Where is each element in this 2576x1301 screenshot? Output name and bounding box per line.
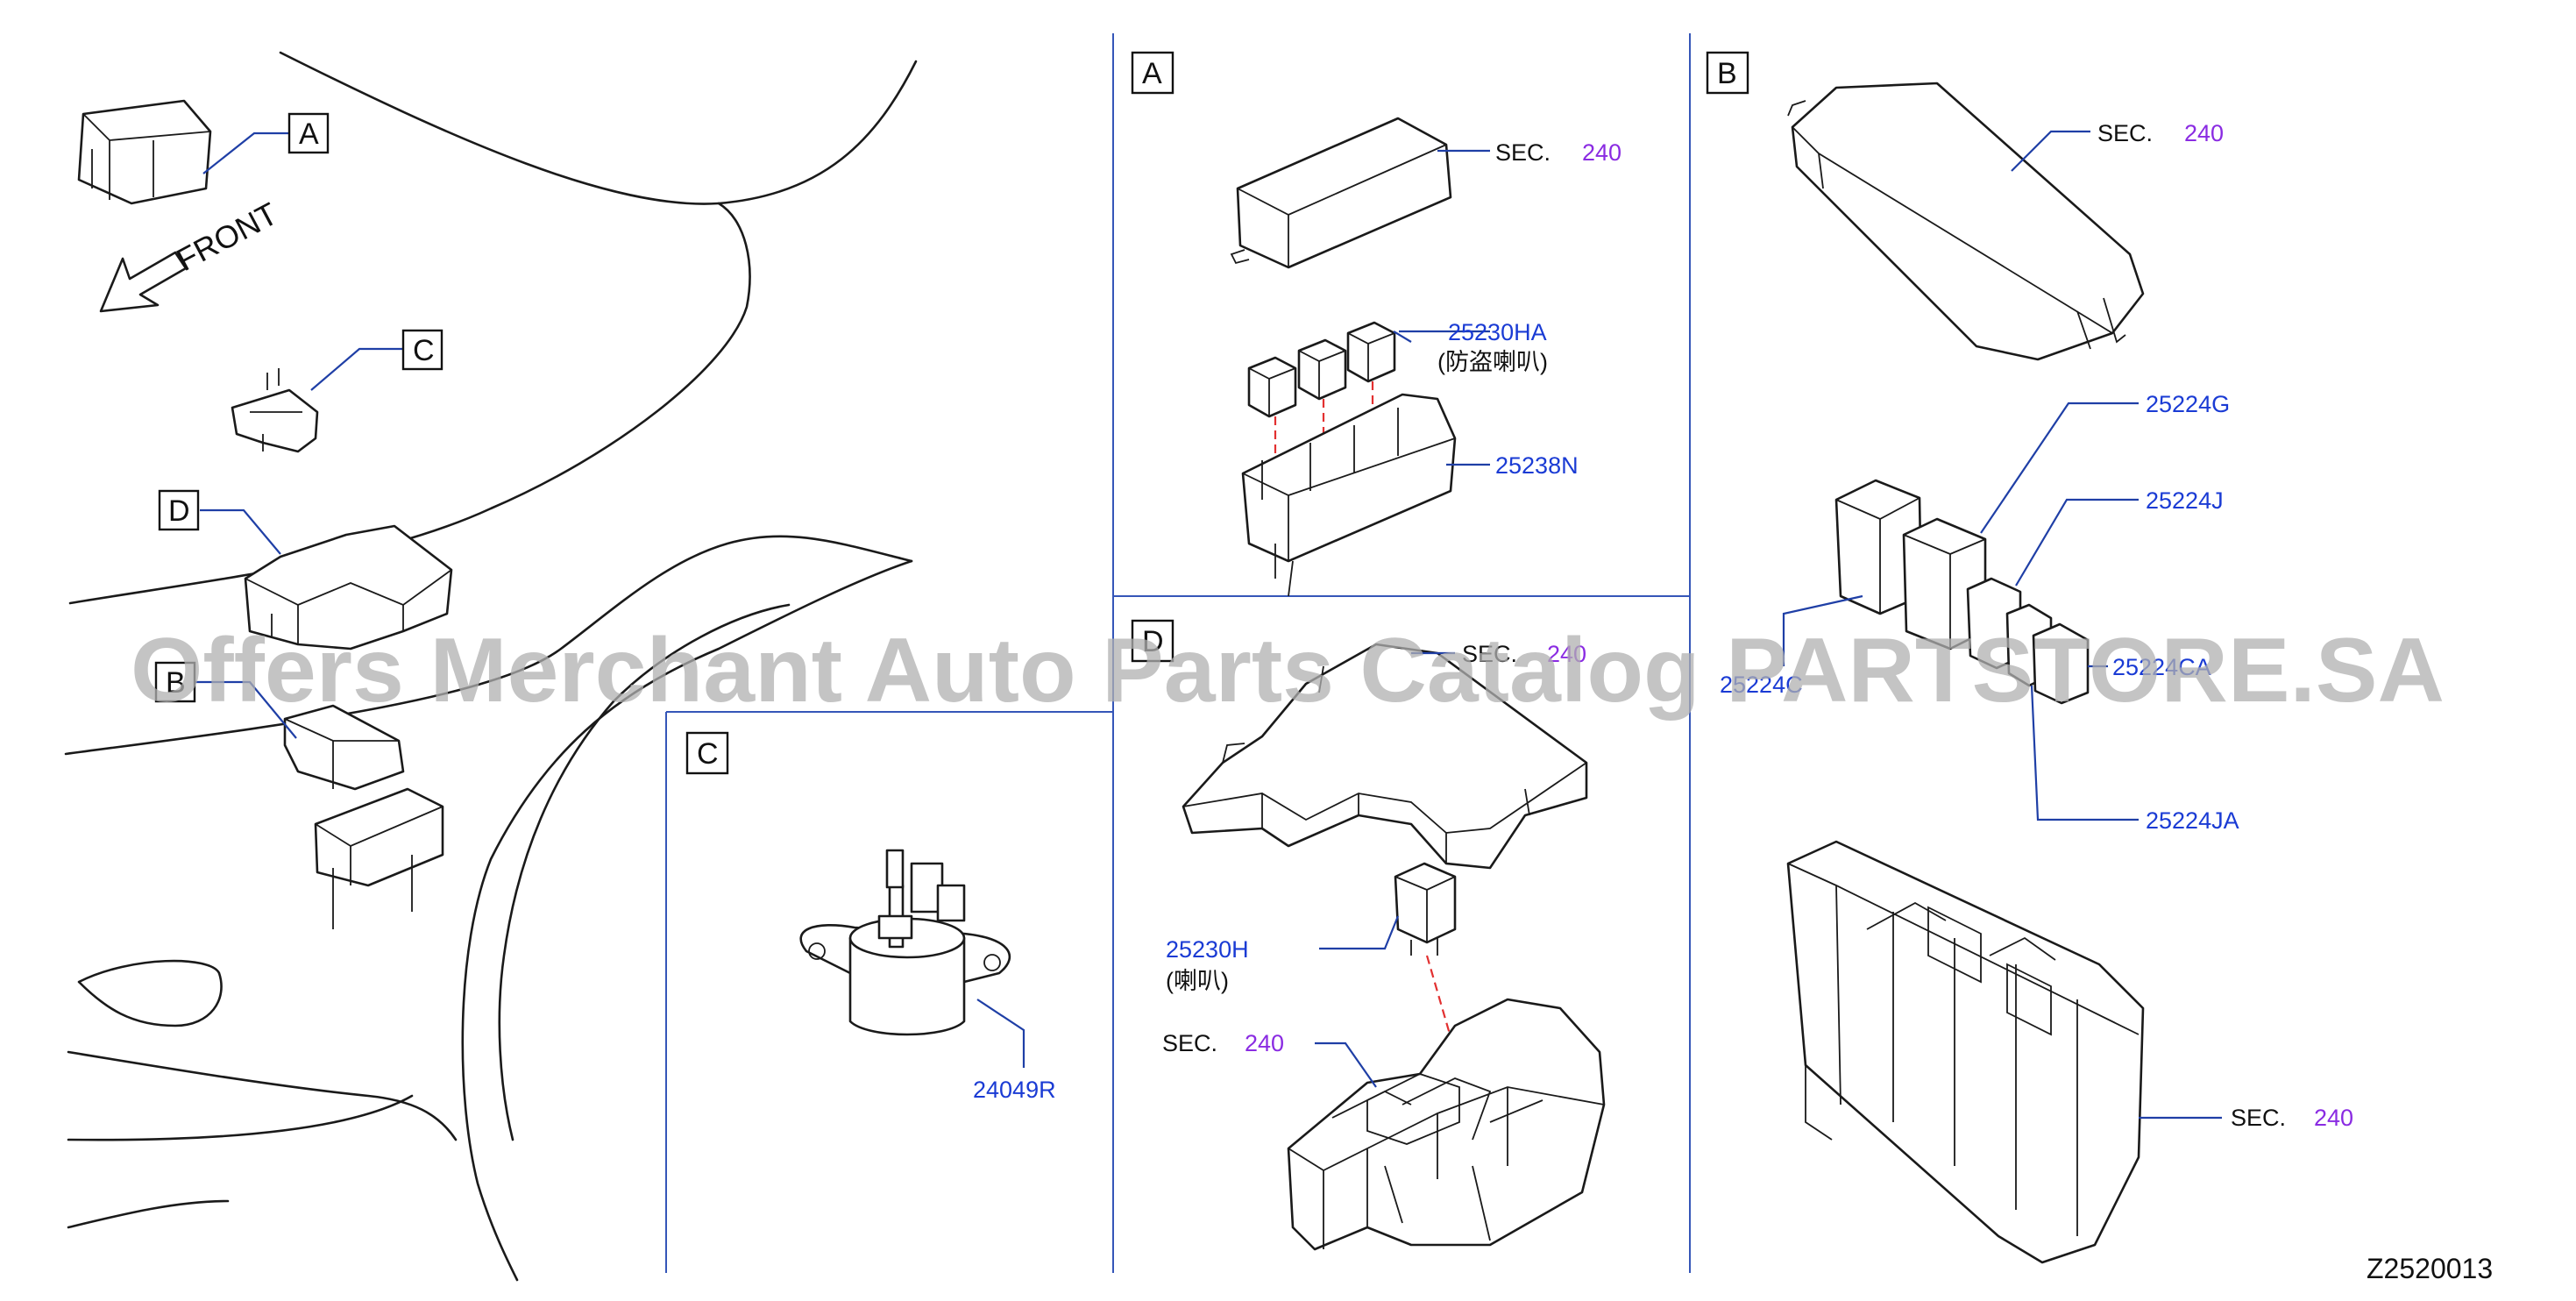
- panel-b-sec-text-bottom: SEC.: [2231, 1105, 2286, 1131]
- panel-a-sec-text: SEC.: [1495, 139, 1551, 166]
- panel-a-label: A: [1142, 57, 1162, 90]
- watermark: Offers Merchant Auto Parts Catalog PARTS…: [131, 620, 2445, 722]
- panel-b-part-1: 25224G: [2146, 391, 2230, 417]
- front-label: FRONT: [171, 196, 284, 278]
- panel-d-sec-number-bottom: 240: [1245, 1030, 1284, 1056]
- panel-b-sec-text-top: SEC.: [2097, 120, 2153, 146]
- panel-a-part-box: 25238N: [1495, 452, 1579, 479]
- panel-b-part-3: 25224C: [1720, 672, 1803, 698]
- panel-a-sec-number: 240: [1582, 139, 1622, 166]
- front-arrow-icon: [99, 251, 188, 313]
- overview-label-d: D: [168, 494, 190, 528]
- panel-b-sec-number-bottom: 240: [2314, 1105, 2353, 1131]
- panel-c-part: 24049R: [973, 1077, 1056, 1103]
- panel-d-part-relay-note: (喇叭): [1166, 968, 1229, 994]
- panel-d-part-relay: 25230H: [1166, 936, 1249, 963]
- panel-b-sec-number-top: 240: [2184, 120, 2224, 146]
- panel-b-part-4: 25224CA: [2112, 654, 2211, 680]
- overview-label-b: B: [166, 666, 186, 700]
- panel-dividers: [665, 33, 1691, 1273]
- diagram-code: Z2520013: [2367, 1253, 2493, 1284]
- panel-d-sec-number-top: 240: [1547, 641, 1586, 667]
- panel-d-label: D: [1142, 625, 1164, 658]
- panel-b: B SEC. 240 25224G 25224J 25224C 25224CA …: [1706, 51, 2353, 1264]
- panel-b-part-2: 25224J: [2146, 487, 2224, 514]
- panel-c: C 24049R: [685, 731, 1056, 1103]
- overview-label-c: C: [413, 334, 435, 367]
- panel-a-part-relay: 25230HA: [1448, 319, 1547, 345]
- panel-b-label: B: [1717, 57, 1737, 90]
- panel-d-sec-text-top: SEC.: [1462, 641, 1517, 667]
- panel-d-sec-text-bottom: SEC.: [1162, 1030, 1217, 1056]
- panel-d: D SEC. 240 25230H (喇叭) SEC. 240: [1131, 619, 1606, 1251]
- panel-a-part-relay-note: (防盗喇叭): [1437, 349, 1548, 375]
- overview-label-a: A: [299, 117, 319, 151]
- panel-a: A SEC. 240 25230HA (防盗喇叭) 25238N: [1131, 51, 1622, 597]
- panel-b-part-5: 25224JA: [2146, 807, 2239, 834]
- panel-c-label: C: [697, 737, 719, 771]
